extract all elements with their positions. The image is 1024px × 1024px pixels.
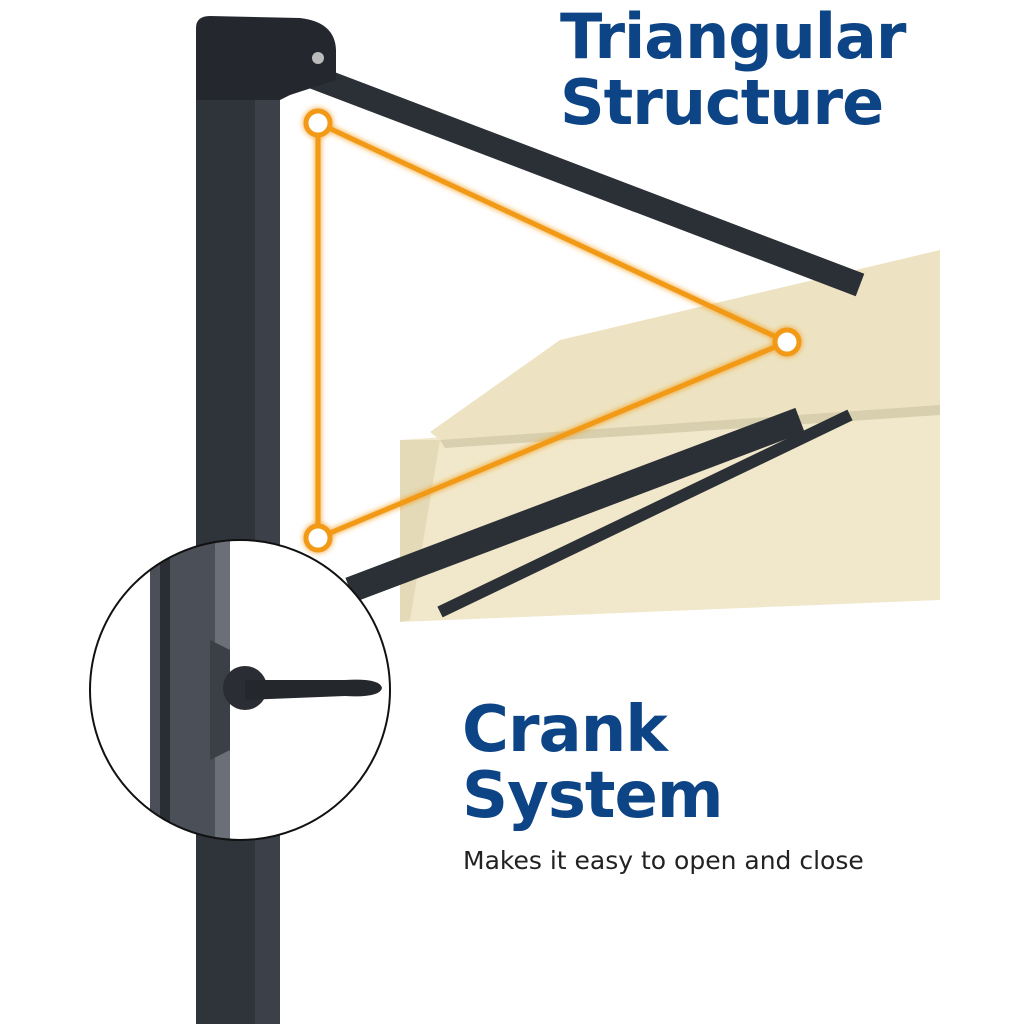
lower-arm	[345, 407, 805, 603]
headline-structure: Structure	[560, 66, 884, 139]
subtitle: Makes it easy to open and close	[463, 846, 864, 875]
crank-inset	[89, 539, 391, 841]
headline-triangular: Triangular	[560, 0, 906, 73]
headline-crank: Crank	[462, 693, 668, 767]
triangle-highlight	[303, 108, 802, 553]
headline-system: System	[462, 759, 724, 833]
pole	[196, 16, 336, 1024]
canopy	[400, 250, 940, 622]
upper-arm	[285, 56, 865, 297]
